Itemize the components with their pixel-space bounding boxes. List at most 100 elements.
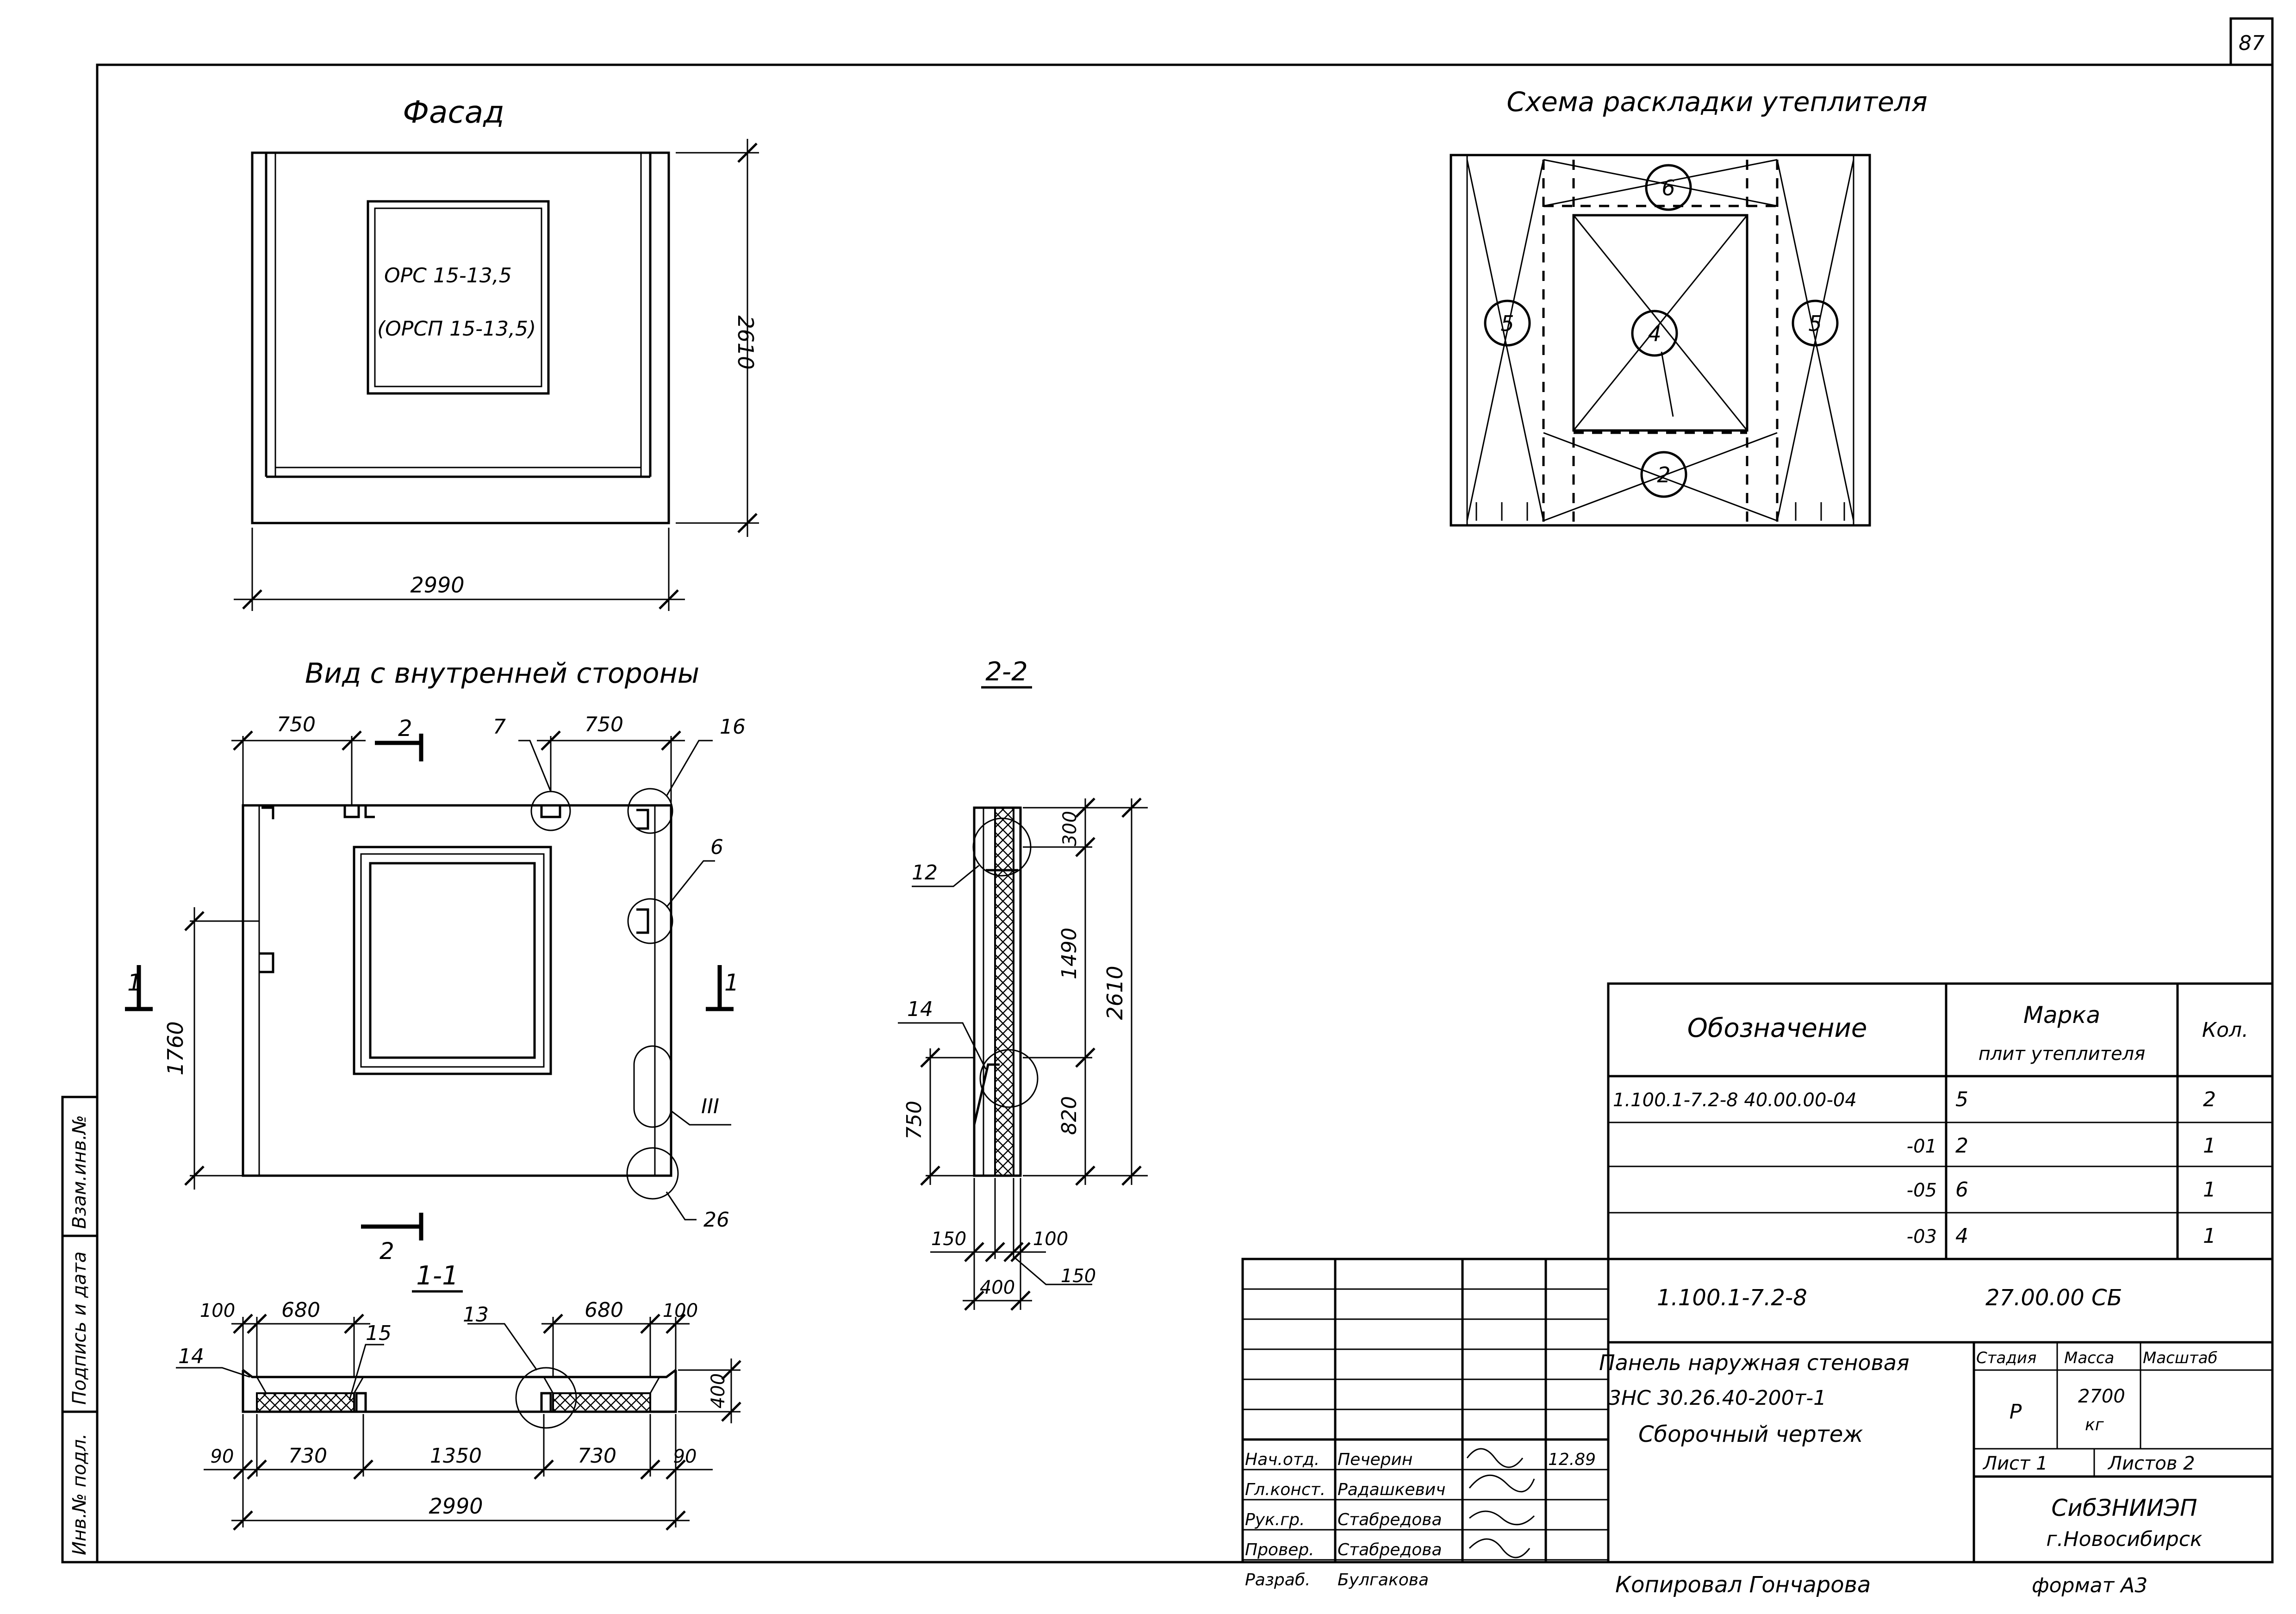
spec-header-designation: Обозначение (1687, 1013, 1867, 1043)
s22-dim-750: 750 (902, 1101, 926, 1140)
s11-dim-bottom-90-right: 90 (673, 1446, 697, 1467)
sheet-frame: 87 (96, 17, 2274, 1564)
side-stamp: Инв.№ подл. Подпись и дата Взам.инв.№ (61, 1096, 99, 1564)
s11-dim-bottom-90-left: 90 (211, 1446, 234, 1467)
s11-callout-14: 14 (178, 1345, 204, 1368)
title-scale-label: Масштаб (2143, 1349, 2218, 1367)
s22-dim-820: 820 (1058, 1096, 1081, 1135)
s22-dim-1490: 1490 (1058, 928, 1081, 979)
section-1-1-title: 1-1 (416, 1261, 458, 1291)
sig-date-1: 12.89 (1548, 1450, 1596, 1469)
insulation-panel-outline (1450, 154, 1871, 527)
s11-dim-bottom-730-right: 730 (578, 1444, 616, 1468)
section-2-2-title: 2-2 (985, 657, 1027, 687)
page-number-box (2229, 17, 2274, 66)
facade-view: Фасад ОРС 15-13,5 (ОРСП 15-13,5) 2610 29… (234, 94, 759, 611)
insulation-window (1572, 214, 1748, 432)
title-stage-label: Стадия (1976, 1349, 2036, 1367)
facade-height-dim: 2610 (733, 315, 758, 369)
sig-role-5: Разраб. (1245, 1570, 1310, 1589)
insulation-marker-6: 6 (1661, 175, 1675, 200)
s22-dim-300: 300 (1059, 811, 1081, 846)
callout-6: 6 (710, 835, 723, 859)
s22-dim-150-left: 150 (931, 1228, 966, 1250)
sig-name-5: Булгакова (1338, 1570, 1429, 1589)
section-2-2: 2-2 12 14 300 1490 820 2610 (898, 657, 1148, 1311)
sig-name-2: Радашкевич (1338, 1480, 1445, 1499)
spec-header-mark-1: Марка (2023, 1002, 2100, 1028)
spec-row-1-qty: 2 (2203, 1088, 2216, 1111)
s11-callout-13: 13 (463, 1303, 489, 1327)
spec-row-3-mark: 6 (1955, 1178, 1968, 1202)
title-sheet: Лист 1 (1982, 1453, 2048, 1474)
s11-dim-top-100-right: 100 (663, 1300, 698, 1321)
callout-14: 14 (907, 997, 933, 1021)
s22-dim-150-right: 150 (1061, 1265, 1096, 1287)
s11-dim-total: 2990 (429, 1494, 483, 1519)
spec-row-2-qty: 1 (2203, 1134, 2216, 1158)
inner-view: Вид с внутренней стороны 7 16 6 III 26 (125, 657, 746, 1265)
section-1-left-label: 1 (127, 969, 142, 996)
spec-row-1-mark: 5 (1955, 1088, 1968, 1111)
inner-panel-outline (242, 804, 672, 1177)
spec-table: Обозначение Марка плит утеплителя Кол. 1… (1607, 982, 2274, 1260)
facade-title: Фасад (403, 94, 504, 130)
spec-header-qty: Кол. (2202, 1018, 2248, 1042)
insulation-marker-4: 4 (1648, 321, 1661, 346)
callout-7: 7 (493, 715, 506, 739)
sig-name-3: Стабредова (1338, 1510, 1442, 1529)
title-name-line3: Сборочный чертеж (1638, 1421, 1863, 1447)
title-mass-unit: кг (2085, 1415, 2104, 1434)
insulation-scheme-title: Схема раскладки утеплителя (1506, 86, 1927, 118)
facade-panel-outline (251, 151, 670, 524)
spec-row-3-qty: 1 (2203, 1178, 2216, 1202)
sig-role-3: Рук.гр. (1245, 1510, 1305, 1529)
callout-26: 26 (703, 1208, 729, 1232)
s11-dim-top-680-left: 680 (281, 1298, 320, 1322)
spec-row-4-mark: 4 (1955, 1224, 1968, 1248)
s11-dim-top-100-left: 100 (200, 1300, 235, 1321)
s22-dim-100: 100 (1033, 1228, 1068, 1250)
spec-row-2-mark: 2 (1955, 1134, 1968, 1158)
title-stage: Р (2010, 1400, 2022, 1424)
sig-role-4: Провер. (1245, 1540, 1314, 1559)
facade-window (367, 200, 550, 395)
insulation-scheme: Схема раскладки утеплителя 6 5 4 5 2 (1450, 86, 1928, 527)
title-doc-code: 1.100.1-7.2-8 (1657, 1285, 1807, 1311)
spec-row-1-designation: 1.100.1-7.2-8 40.00.00-04 (1613, 1090, 1857, 1111)
inner-dim-right-top: 750 (585, 713, 623, 736)
side-stamp-inv-no: Инв.№ подл. (69, 1433, 90, 1555)
spec-row-4-qty: 1 (2203, 1224, 2216, 1248)
section-2-top-label: 2 (398, 716, 412, 742)
callout-12: 12 (912, 861, 938, 885)
callout-16: 16 (720, 715, 746, 739)
section-2-bottom-label: 2 (380, 1238, 394, 1265)
sig-name-1: Печерин (1338, 1450, 1412, 1469)
sig-name-4: Стабредова (1338, 1540, 1442, 1559)
inner-view-title: Вид с внутренней стороны (305, 657, 699, 690)
page-number: 87 (2239, 31, 2265, 55)
sheet-format: формат А3 (2032, 1574, 2147, 1597)
title-name-line2: 3НС 30.26.40-200т-1 (1608, 1386, 1826, 1410)
inner-dim-height: 1760 (163, 1021, 188, 1075)
s11-dim-top-680-right: 680 (585, 1298, 623, 1322)
callout-III: III (701, 1095, 719, 1118)
title-mass-label: Масса (2064, 1349, 2114, 1367)
sig-role-2: Гл.конст. (1245, 1480, 1325, 1499)
sig-role-1: Нач.отд. (1245, 1450, 1319, 1469)
insulation-marker-2: 2 (1657, 462, 1670, 487)
s11-dim-height: 400 (708, 1373, 729, 1408)
spec-row-2-designation: -01 (1907, 1136, 1937, 1157)
handwritten-signatures (1466, 1448, 1535, 1558)
s11-dim-bottom-1350: 1350 (430, 1444, 482, 1468)
s11-dim-bottom-730-left: 730 (288, 1444, 327, 1468)
title-name-line1: Панель наружная стеновая (1599, 1350, 1910, 1375)
spec-row-4-designation: -03 (1907, 1226, 1937, 1247)
s11-callout-15: 15 (366, 1321, 392, 1345)
insulation-marker-5-left: 5 (1500, 311, 1514, 336)
facade-window-mark-alt: (ОРСП 15-13,5) (377, 317, 536, 341)
s22-dim-2610: 2610 (1102, 966, 1127, 1020)
title-sheets: Листов 2 (2107, 1453, 2195, 1474)
title-mass: 2700 (2078, 1386, 2125, 1407)
